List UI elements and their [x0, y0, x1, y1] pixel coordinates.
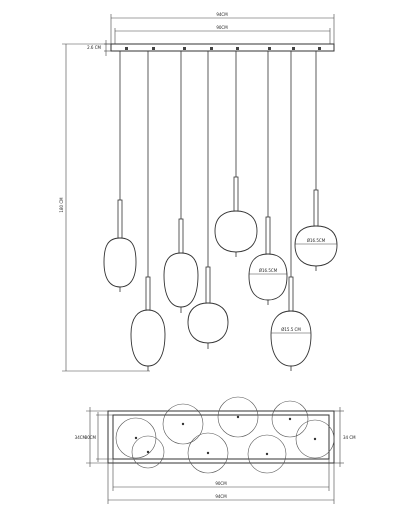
plan-cable-points [134, 415, 317, 456]
canopy-height-label: 2.6 CM [87, 45, 101, 50]
pendant-4 [187, 51, 229, 349]
shade-diameter-callout-1: Ø16.5CM [249, 268, 287, 275]
plan-outline-inner [112, 414, 330, 460]
top-width-outer-label: 94CM [216, 12, 228, 17]
top-width-inner-label: 90CM [216, 25, 228, 30]
plan-width-inner-label: 90CM [215, 481, 227, 486]
plan-depth-right-label: 34 CM [343, 435, 356, 440]
plan-depth-inner-label: 30CM [85, 435, 97, 440]
top-width-inner-dimension: 90CM [114, 25, 331, 44]
plan-view [107, 396, 335, 474]
total-height-dimension: 180 CM [59, 43, 150, 372]
shade-diameter-label-2: Ø16.5CM [307, 238, 326, 243]
total-height-label: 180 CM [59, 197, 64, 213]
plan-width-dimensions: 90CM 94CM [107, 459, 335, 504]
canopy-mount-points [125, 47, 321, 50]
pendant-5 [214, 51, 258, 257]
pendant-7 [270, 51, 312, 371]
shade-diameter-label-1: Ø16.5CM [259, 268, 278, 273]
shade-diameter-callout-3: Ø15.5 CM [271, 327, 311, 334]
pendant-6 [248, 51, 288, 305]
pendant-8 [294, 51, 338, 271]
canopy-height-dimension: 2.6 CM [87, 40, 111, 56]
ceiling-canopy [110, 43, 335, 52]
shade-diameter-callout-2: Ø16.5CM [295, 238, 337, 245]
plan-depth-dimensions-left: 34CM 30CM [75, 407, 113, 467]
plan-width-outer-label: 94CM [215, 494, 227, 499]
plan-shade-circles [115, 396, 335, 474]
plan-depth-outer-label: 34CM [75, 435, 87, 440]
shade-diameter-label-3: Ø15.5 CM [281, 327, 301, 332]
top-width-outer-dimension: 94CM [110, 12, 335, 44]
plan-depth-dimension-right: 34 CM [334, 407, 356, 467]
pendant-3 [163, 51, 199, 313]
pendant-2 [130, 51, 166, 371]
pendant-1 [103, 51, 137, 292]
